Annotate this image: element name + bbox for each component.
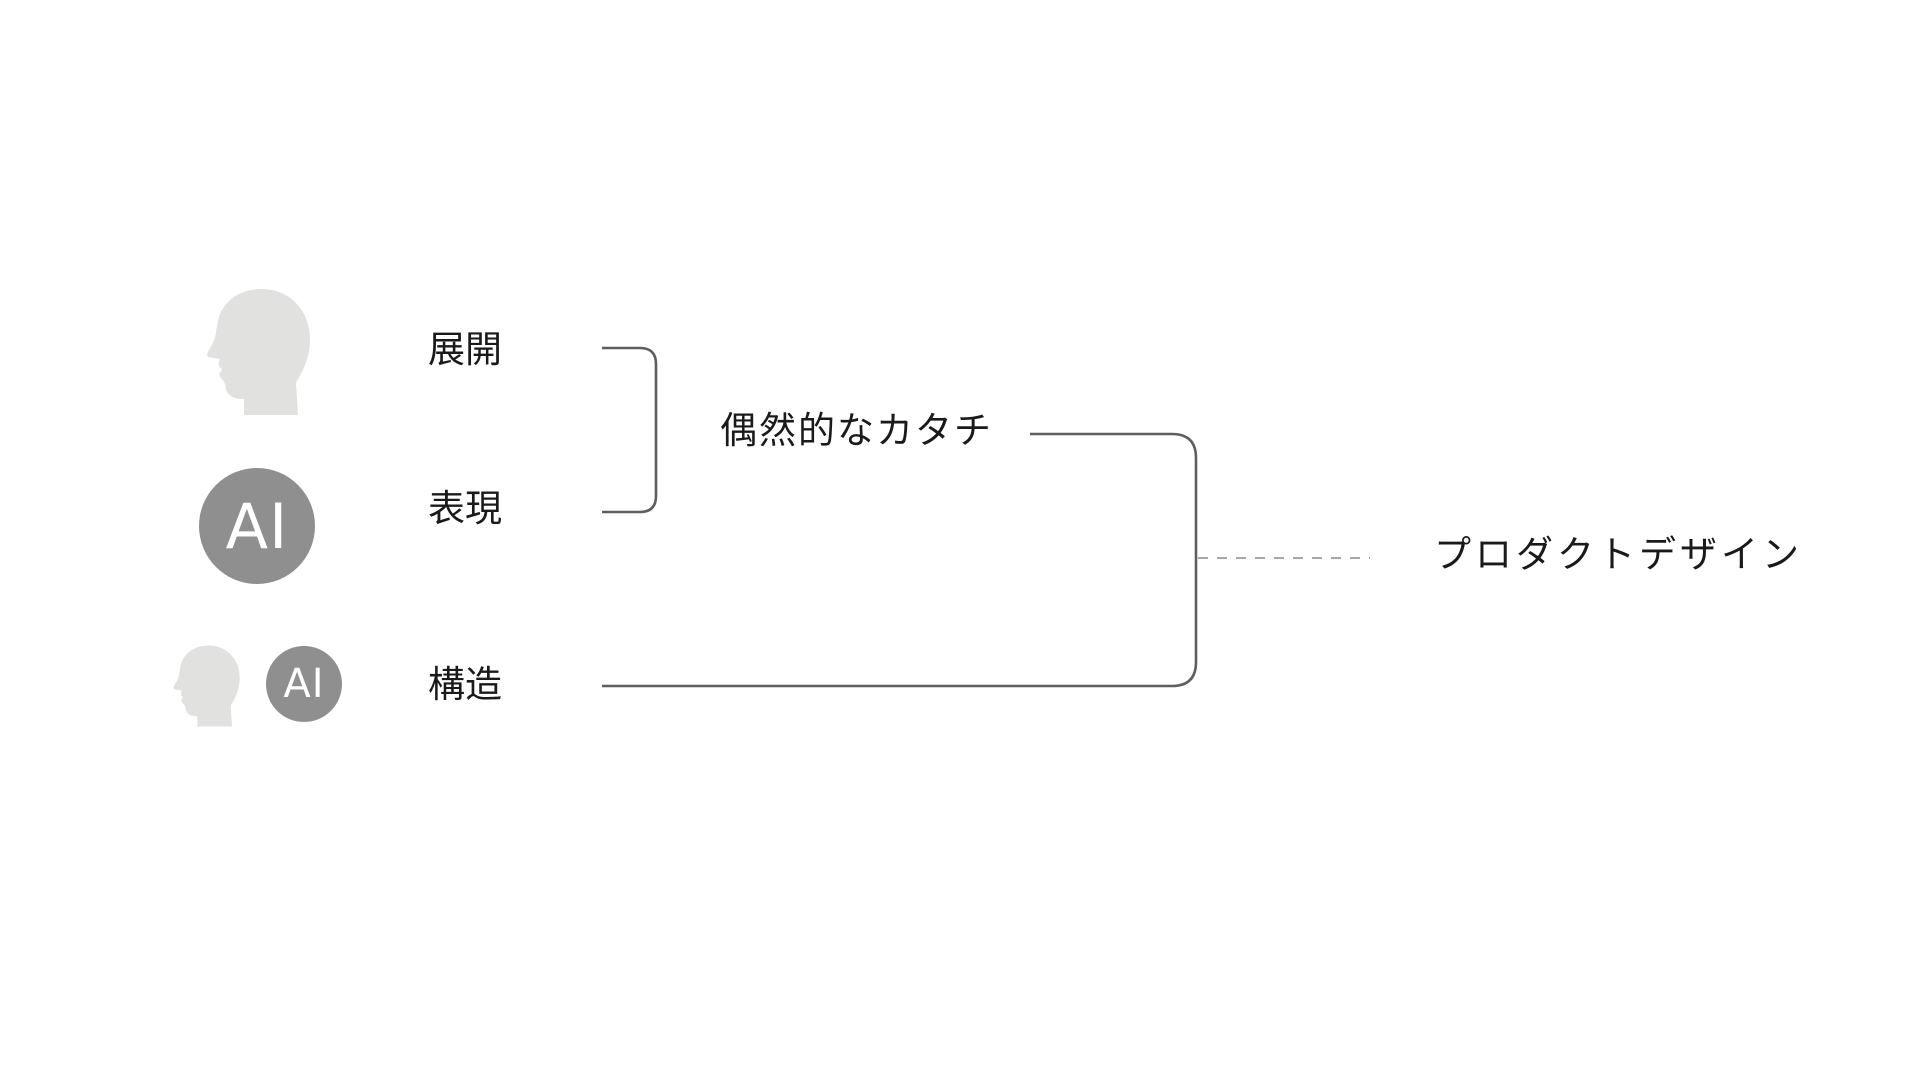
small-ai-badge-icon: AI	[266, 646, 342, 722]
row-label-hyougen: 表現	[428, 487, 502, 530]
result-label: プロダクトデザイン	[1434, 533, 1803, 576]
middle-label: 偶然的なカタチ	[720, 409, 993, 452]
ai-badge-icon: AI	[199, 468, 315, 584]
row-label-kouzou: 構造	[428, 663, 502, 706]
bracket-lower-pair	[602, 432, 1198, 688]
small-human-head-icon	[173, 645, 240, 727]
bracket-upper-pair	[602, 346, 658, 514]
ai-badge-text: AI	[225, 489, 289, 563]
human-head-icon	[207, 289, 310, 415]
small-ai-badge-text: AI	[283, 661, 325, 707]
row-label-tenkai: 展開	[428, 328, 502, 371]
